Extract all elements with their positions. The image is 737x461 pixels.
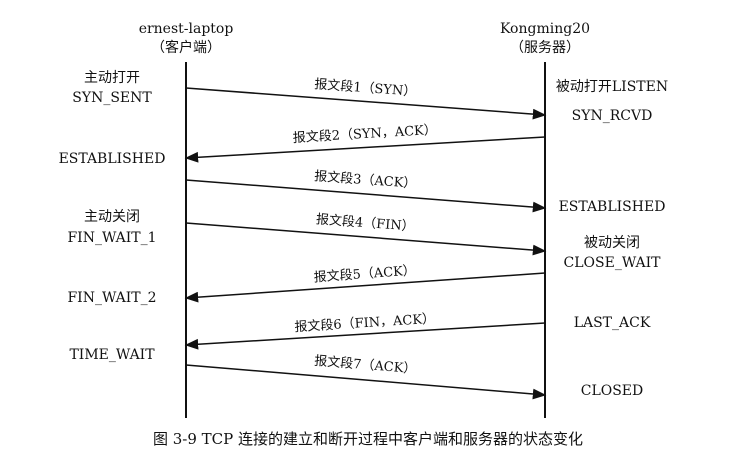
server-state-closed: CLOSED [581,383,644,399]
client-state-active-close: 主动关闭 [84,209,140,225]
message-3-label: 报文段3（ACK） [314,169,417,192]
server-name: Kongming20 [500,21,590,37]
client-name: ernest-laptop [139,21,234,37]
message-7-arrow [185,364,547,400]
server-state-listen: 被动打开LISTEN [556,78,668,95]
client-state-fin-wait-1: FIN_WAIT_1 [67,230,156,246]
message-2-arrow [184,136,546,163]
message-5-arrow [184,272,546,303]
figure-caption: 图 3-9 TCP 连接的建立和断开过程中客户端和服务器的状态变化 [153,430,583,448]
client-state-time-wait: TIME_WAIT [69,347,155,363]
client-state-fin-wait-2: FIN_WAIT_2 [67,290,156,306]
message-4-label: 报文段4（FIN） [315,212,415,235]
message-5-label: 报文段5（ACK） [313,263,416,285]
message-1-label: 报文段1（SYN） [314,77,417,100]
message-1-arrow [185,87,547,120]
server-state-last-ack: LAST_ACK [574,315,651,331]
message-3-arrow [185,179,547,213]
message-4-arrow [185,222,547,256]
server-state-syn-rcvd: SYN_RCVD [572,108,653,124]
message-6-arrow [184,322,546,350]
message-7-label: 报文段7（ACK） [314,354,417,377]
client-role: （客户端） [151,39,221,56]
client-state-syn-sent: SYN_SENT [72,90,152,106]
server-state-close-wait: CLOSE_WAIT [564,255,662,271]
server-state-passive-close: 被动关闭 [584,235,640,251]
server-state-established: ESTABLISHED [559,199,666,215]
message-2-label: 报文段2（SYN，ACK） [292,123,437,146]
client-state-established: ESTABLISHED [59,151,166,167]
client-state-active-open: 主动打开 [84,69,140,86]
server-role: （服务器） [510,40,580,56]
